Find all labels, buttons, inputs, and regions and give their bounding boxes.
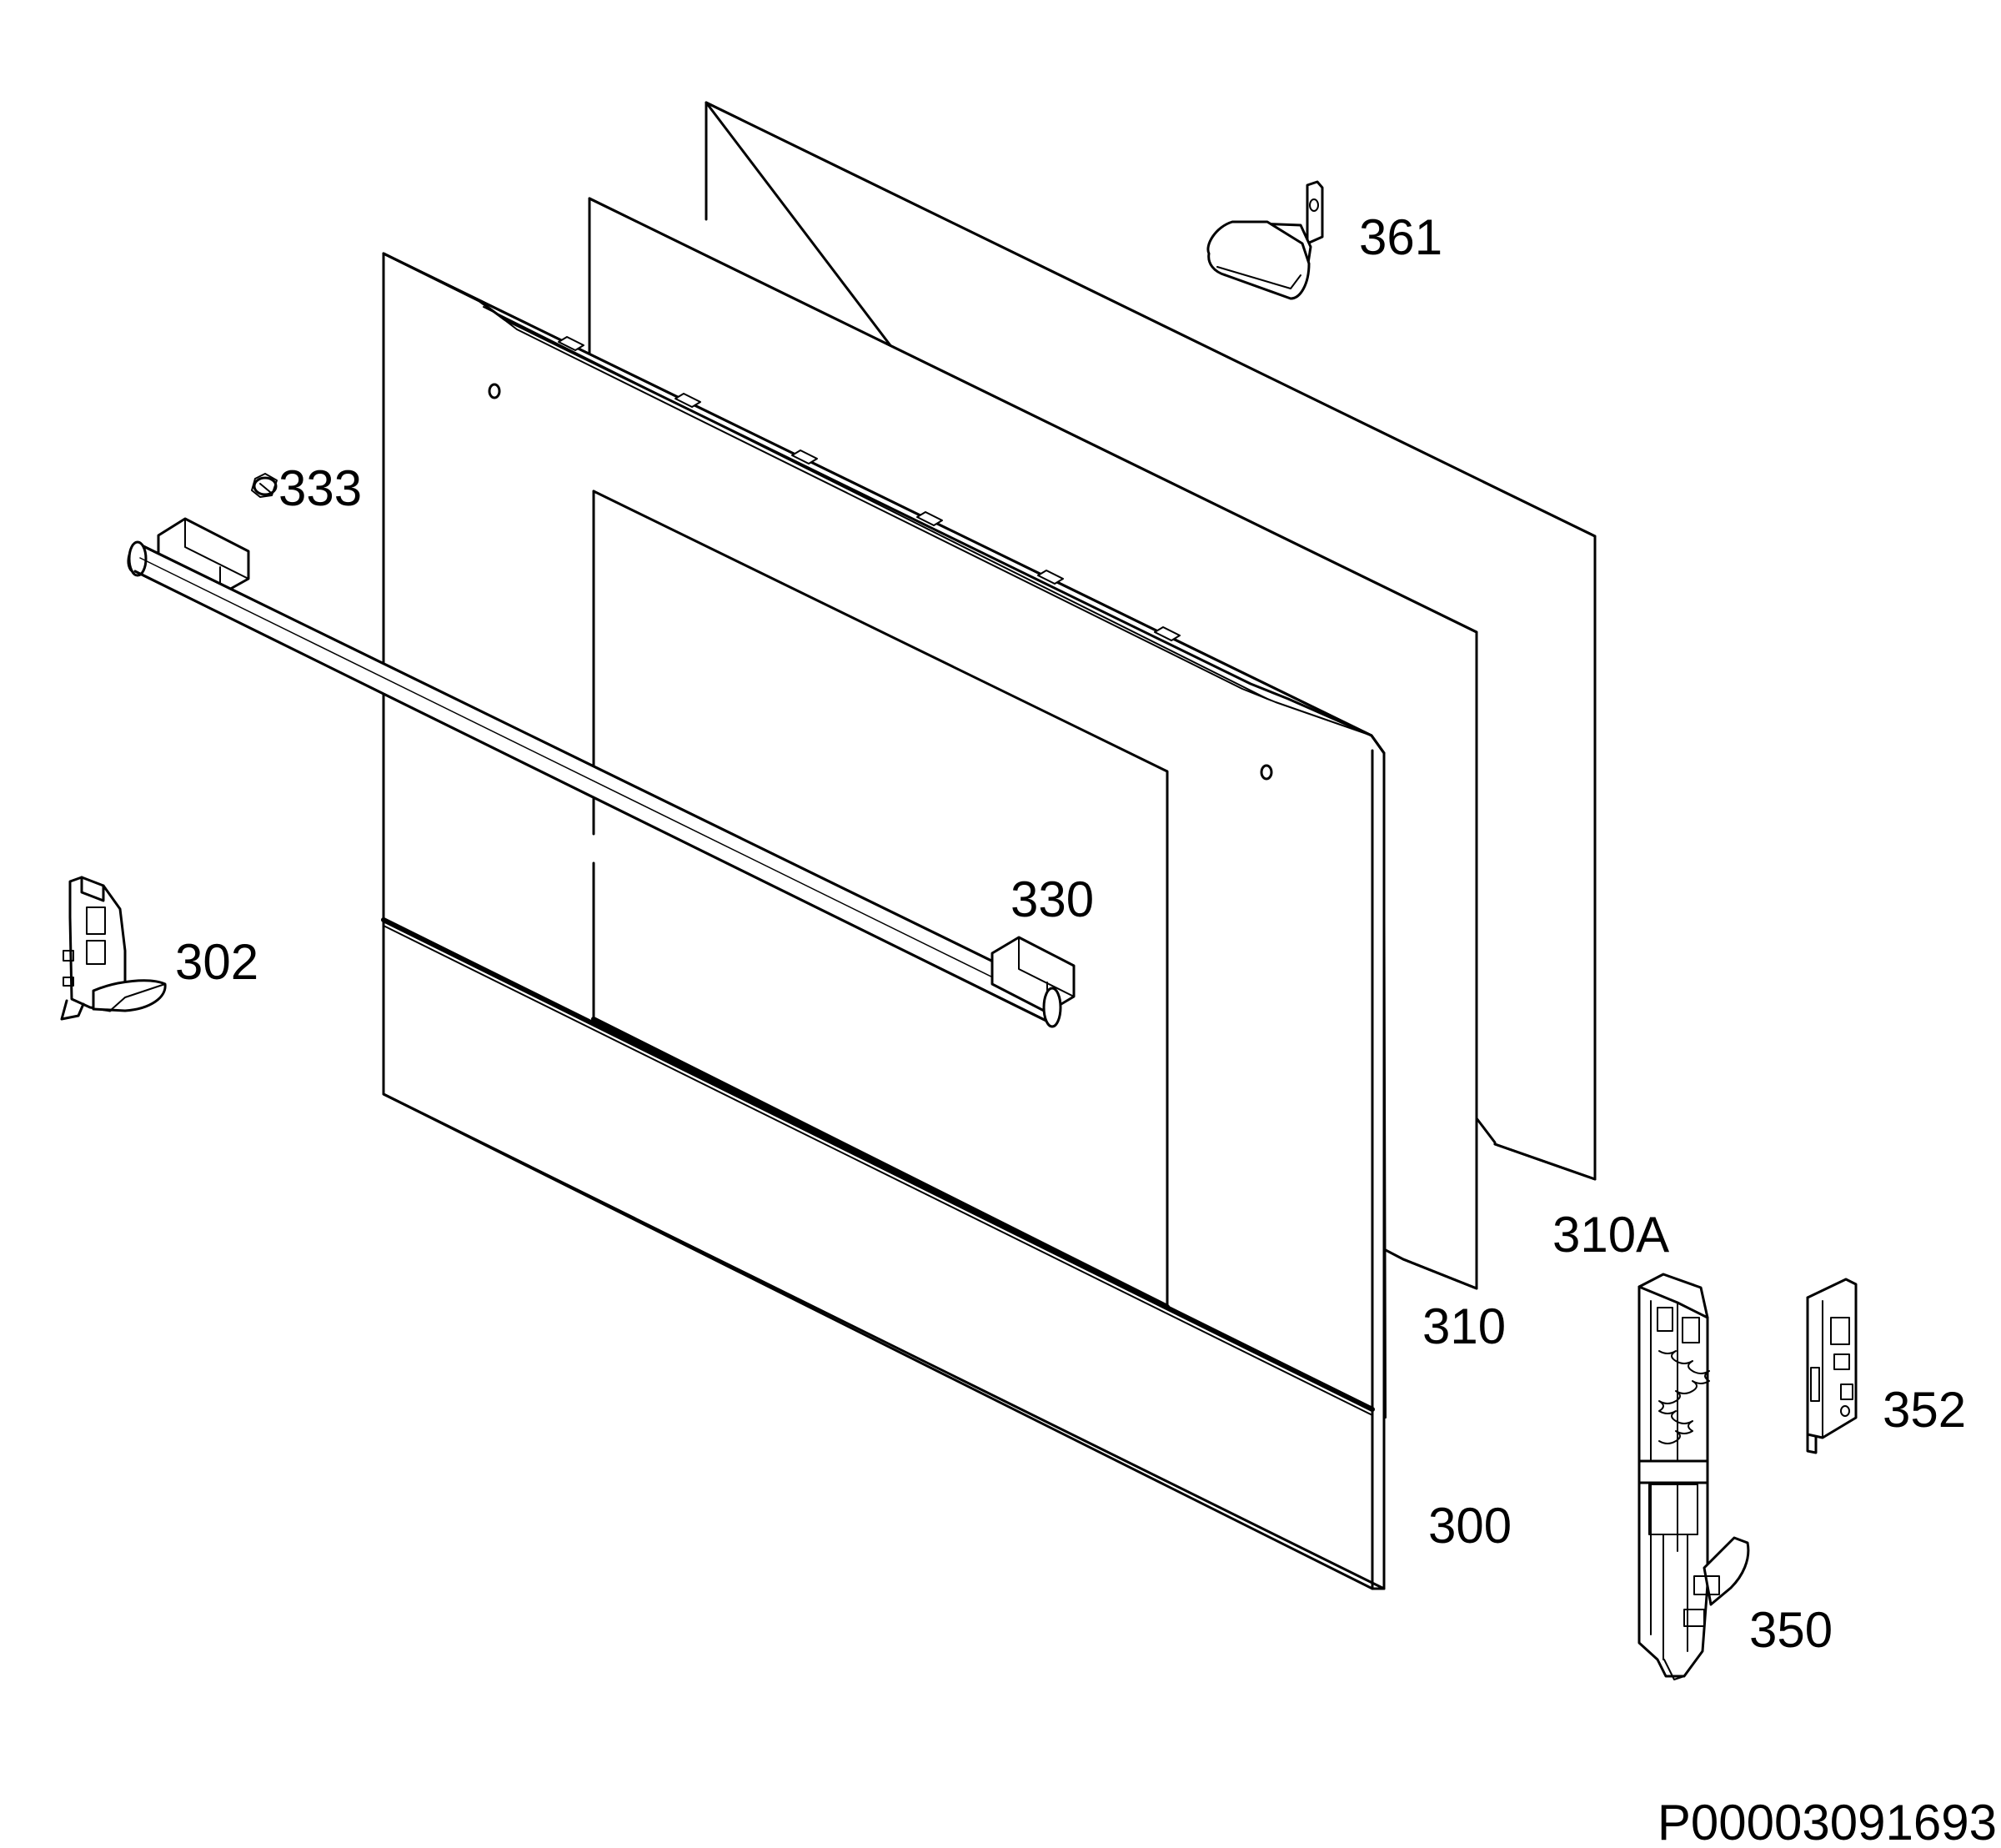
hinge-350 — [1637, 1273, 1750, 1680]
hinge-bracket-302 — [60, 876, 167, 1021]
document-number: P00003091693 — [1657, 1795, 1997, 1848]
hinge-receiver-352 — [1806, 1278, 1858, 1454]
clip-361 — [1206, 180, 1324, 300]
label-310: 310 — [1422, 1298, 1506, 1354]
label-310A: 310A — [1552, 1207, 1669, 1263]
label-302: 302 — [175, 934, 258, 990]
label-333: 333 — [278, 460, 362, 516]
label-300: 300 — [1428, 1498, 1512, 1554]
label-350: 350 — [1749, 1602, 1833, 1658]
door-handle-330 — [127, 517, 1076, 1028]
label-330: 330 — [1011, 871, 1094, 927]
label-361: 361 — [1359, 209, 1442, 265]
label-352: 352 — [1883, 1382, 1966, 1438]
screw-333 — [251, 473, 278, 498]
